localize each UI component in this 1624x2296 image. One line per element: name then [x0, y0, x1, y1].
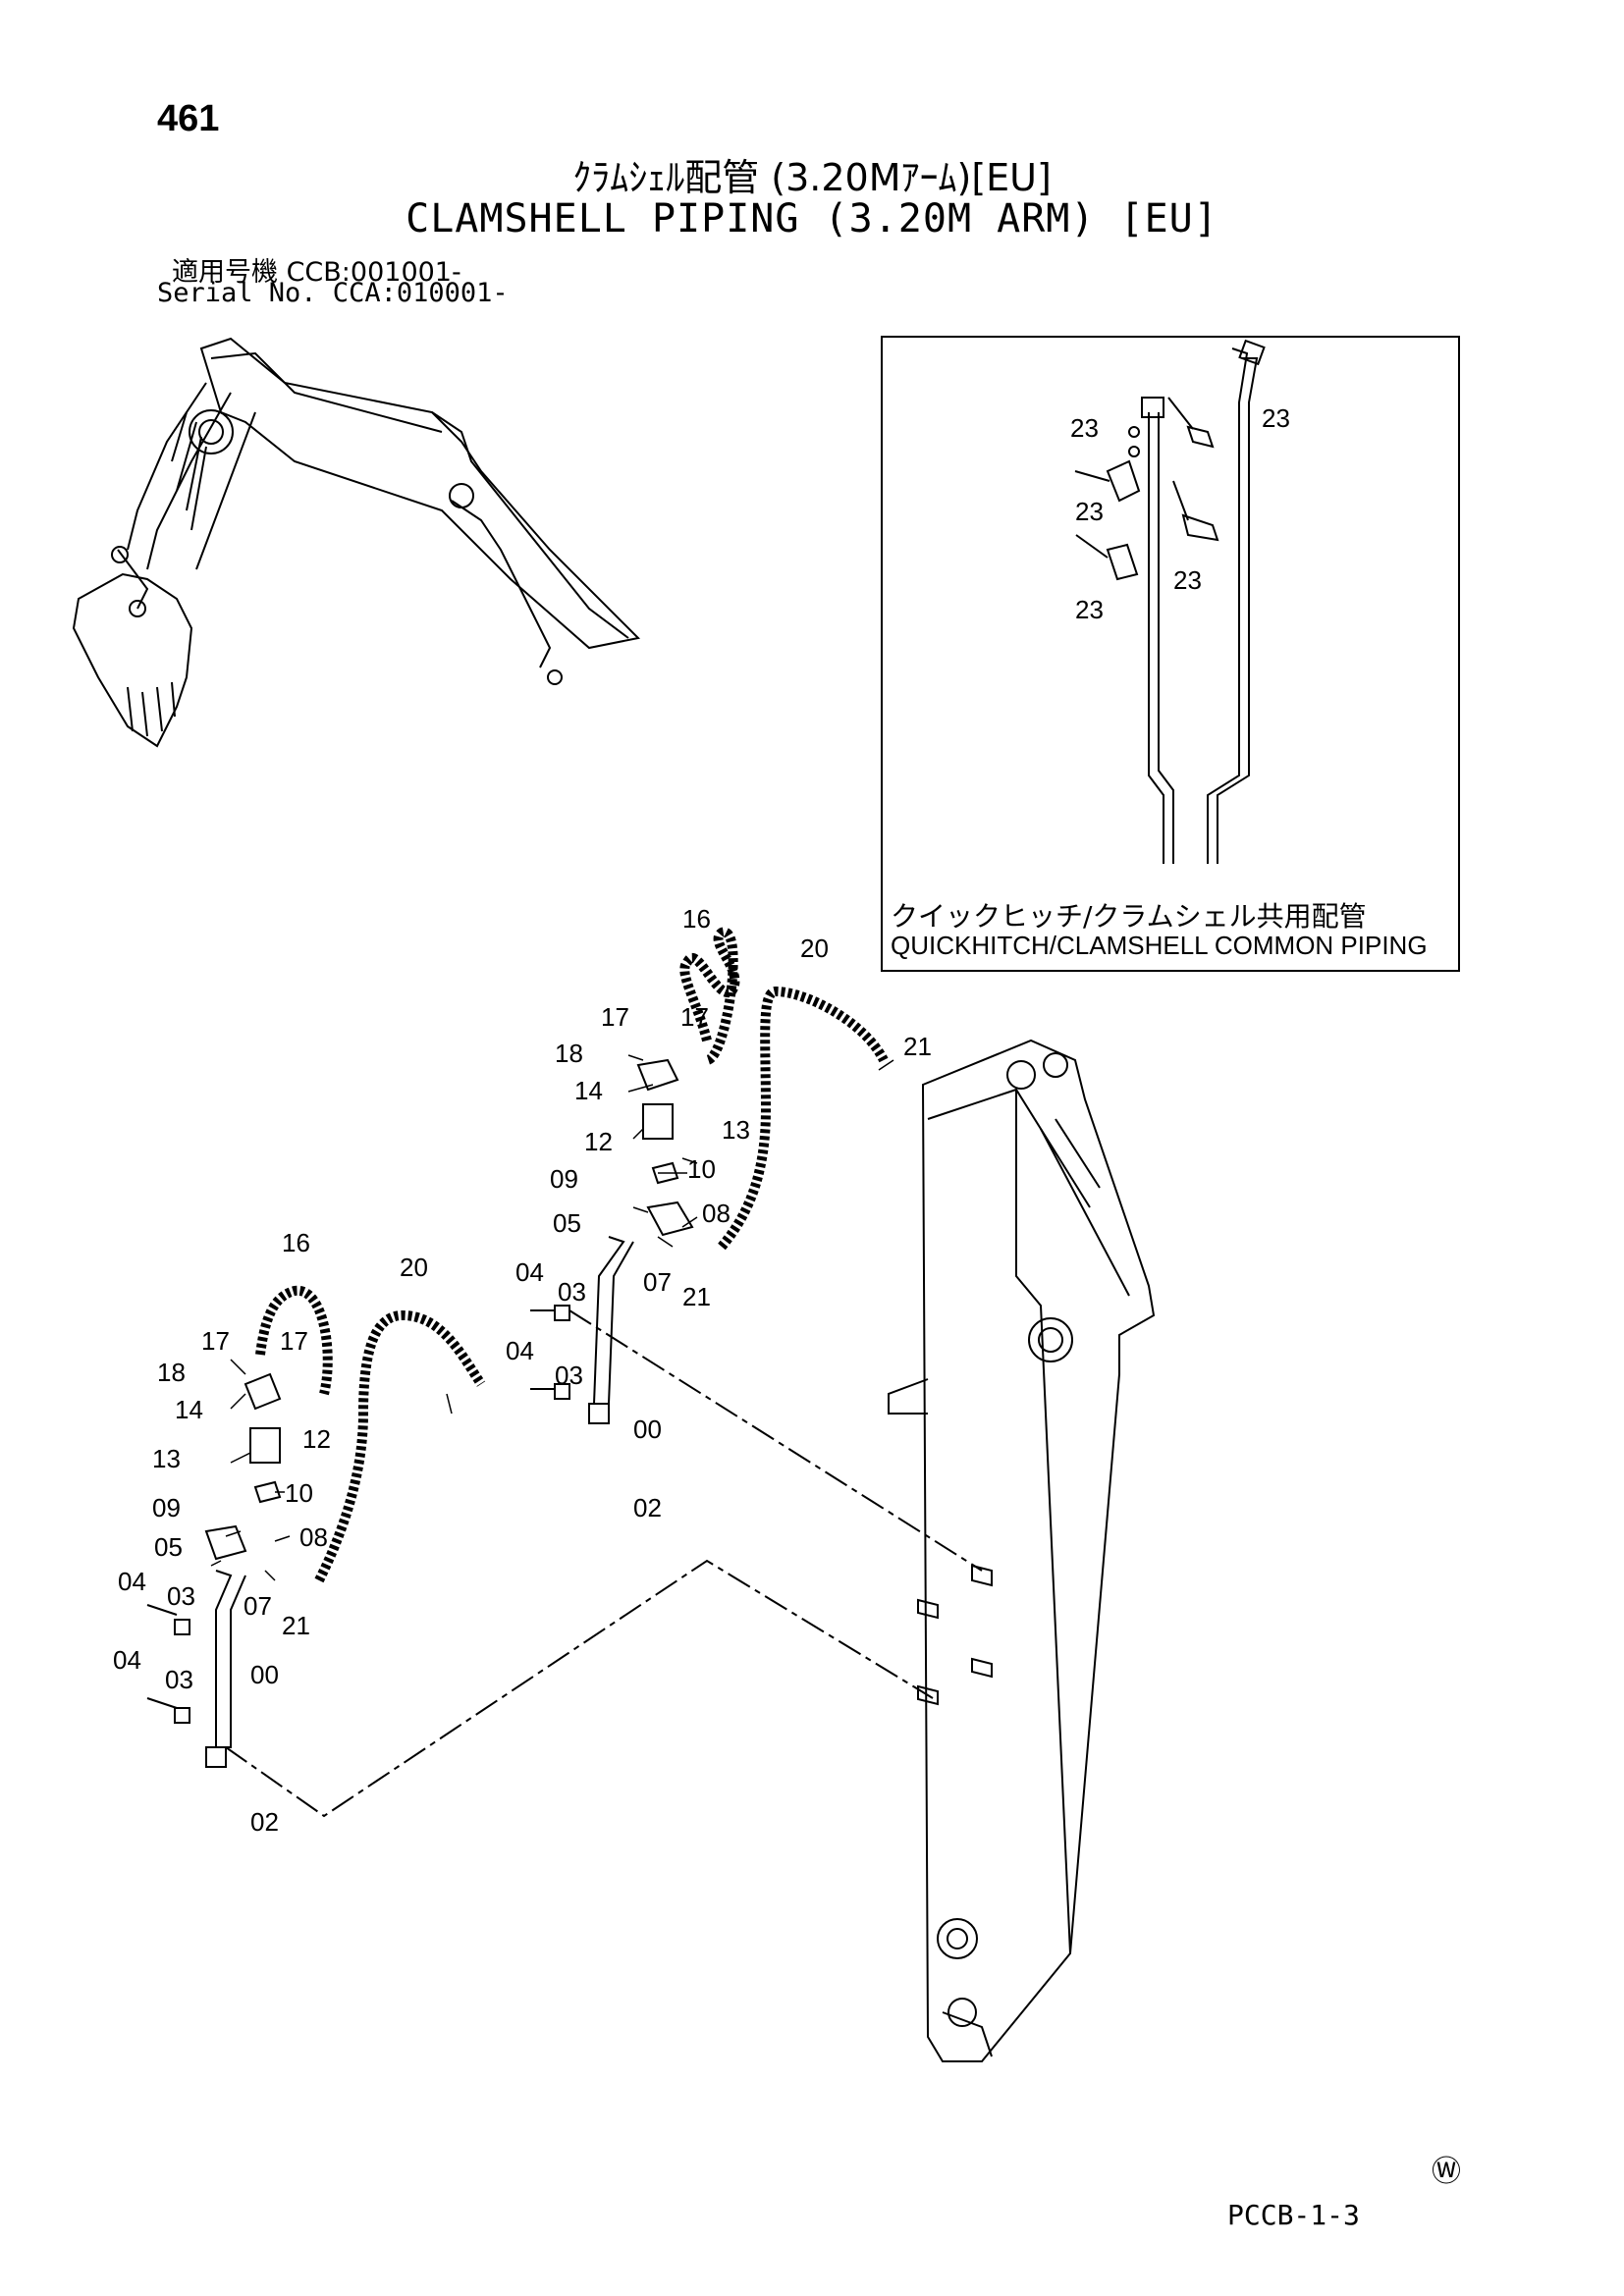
- footer-figure-code: PCCB-1-3: [1227, 2199, 1360, 2231]
- callout-label: 08: [299, 1522, 328, 1552]
- callout-label: 05: [154, 1532, 183, 1562]
- callout-label: 20: [400, 1253, 428, 1282]
- callout-label: 02: [633, 1493, 662, 1522]
- callout-label: 17: [280, 1326, 308, 1356]
- callout-label: 12: [302, 1424, 331, 1454]
- callout-label: 03: [555, 1361, 583, 1390]
- callout-label: 14: [574, 1076, 603, 1105]
- callout-label: 03: [558, 1277, 586, 1307]
- callout-label: 04: [113, 1645, 141, 1675]
- callout-label: 00: [250, 1660, 279, 1689]
- callout-label: 16: [682, 904, 711, 934]
- inset-caption-japanese: クイックヒッチ/クラムシェル共用配管: [891, 900, 1367, 933]
- callout-label: 10: [285, 1478, 313, 1508]
- page-title-japanese: ｸﾗﾑｼｪﾙ配管 (3.20Mｱｰﾑ)[EU]: [572, 156, 1052, 199]
- callout-label: 23: [1075, 497, 1104, 526]
- page-title-english: CLAMSHELL PIPING (3.20M ARM) [EU]: [406, 196, 1218, 241]
- callout-label: 21: [903, 1032, 932, 1061]
- callout-label: 23: [1173, 565, 1202, 595]
- inset-caption-english: QUICKHITCH/CLAMSHELL COMMON PIPING: [891, 931, 1428, 960]
- callout-leader-lines: [210, 1054, 894, 1581]
- applicable-serial-en: Serial No. CCA:010001-: [157, 278, 509, 308]
- arm-dipper-stick-drawing: [888, 1039, 1156, 2062]
- applicable-serial-ja: 適用号機 CCB:001001-: [172, 257, 461, 288]
- inset-callouts: 23 23 23 23 23: [1070, 403, 1290, 624]
- callout-label: 09: [550, 1164, 578, 1194]
- callout-label: 07: [244, 1591, 272, 1621]
- callout-label: 09: [152, 1493, 181, 1522]
- callout-label: 10: [687, 1154, 716, 1184]
- callout-label: 04: [515, 1257, 544, 1287]
- callout-label: 21: [282, 1611, 310, 1640]
- callout-label: 20: [800, 934, 829, 963]
- page-number: 461: [157, 98, 220, 139]
- lower-assembly-callouts: 16 20 17 17 18 14 12 13 10 09 08 05 07 2…: [113, 1228, 428, 1837]
- upper-piping-assembly-drawing: [530, 927, 983, 1572]
- callout-label: 17: [201, 1326, 230, 1356]
- callout-label: 12: [584, 1127, 613, 1156]
- callout-label: 17: [601, 1002, 629, 1032]
- lower-piping-assembly-drawing: [146, 1285, 934, 1818]
- callout-label: 07: [643, 1267, 672, 1297]
- callout-label: 04: [506, 1336, 534, 1365]
- excavator-overview-drawing: [72, 337, 641, 748]
- callout-label: 23: [1262, 403, 1290, 433]
- callout-label: 18: [555, 1039, 583, 1068]
- inset-common-piping-drawing: [1074, 339, 1266, 864]
- callout-label: 17: [680, 1002, 709, 1032]
- callout-label: 23: [1075, 595, 1104, 624]
- callout-label: 00: [633, 1415, 662, 1444]
- callout-label: 23: [1070, 413, 1099, 443]
- callout-label: 13: [152, 1444, 181, 1473]
- upper-assembly-callouts: 16 20 17 18 17 14 21 12 13 09 10 05 08 0…: [506, 904, 932, 1522]
- callout-label: 03: [165, 1665, 193, 1694]
- callout-label: 18: [157, 1358, 186, 1387]
- inset-detail-box: [881, 336, 1460, 972]
- callout-label: 03: [167, 1581, 195, 1611]
- callout-label: 08: [702, 1199, 731, 1228]
- callout-label: 14: [175, 1395, 203, 1424]
- watermark-symbol: Ⓦ: [1432, 2156, 1461, 2188]
- callout-label: 05: [553, 1208, 581, 1238]
- callout-label: 02: [250, 1807, 279, 1837]
- callout-label: 04: [118, 1567, 146, 1596]
- callout-label: 21: [682, 1282, 711, 1311]
- callout-label: 16: [282, 1228, 310, 1257]
- callout-label: 13: [722, 1115, 750, 1145]
